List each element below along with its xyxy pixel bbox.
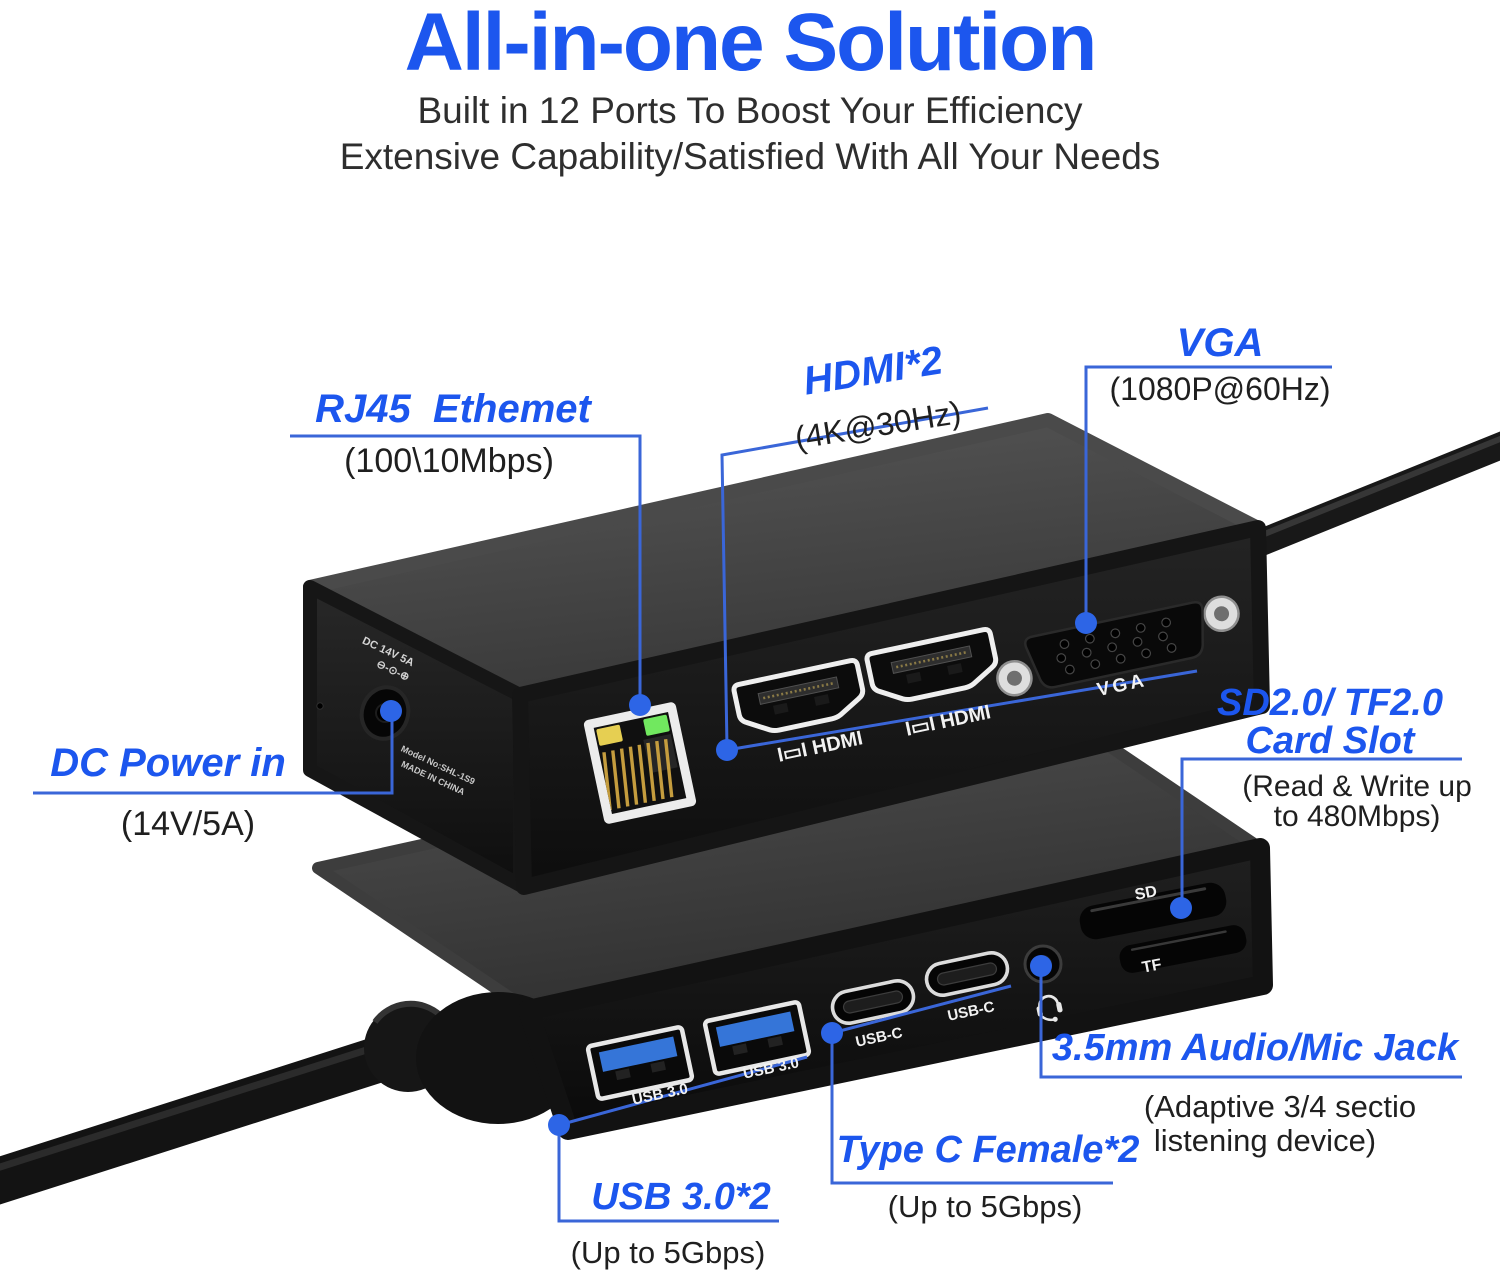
lower-dock	[0, 700, 1273, 1205]
dc-power-callout-dot	[380, 700, 402, 722]
hdmi-port-2	[864, 627, 999, 703]
card-slot-callout-label-2: Card Slot	[1245, 720, 1415, 762]
vga-callout-sub: (1080P@60Hz)	[1109, 371, 1331, 407]
type-c-callout-dot	[821, 1022, 843, 1044]
upper-dock-cable-highlight	[1249, 435, 1500, 542]
usb-c-port-1	[830, 979, 916, 1025]
usb3-callout-sub: (Up to 5Gbps)	[570, 1235, 766, 1270]
callout-lines	[33, 365, 1462, 1223]
usb3-callout-label: USB 3.0*2	[591, 1176, 771, 1218]
vga-pin-holes	[1056, 617, 1177, 675]
sd-card-slot	[1079, 882, 1227, 940]
vga-callout-label: VGA	[1176, 321, 1264, 365]
rj45-gold-pins	[602, 738, 674, 811]
audio-callout-sub-2: listening device)	[1153, 1123, 1377, 1158]
usb-a-blue-tongue	[598, 1036, 678, 1072]
strain-relief-highlight	[372, 1000, 442, 1024]
tf-slot-label: TF	[1140, 956, 1164, 977]
dc-power-callout-label: DC Power in	[50, 741, 286, 785]
upper-dock-cable	[1236, 431, 1500, 561]
ethernet-led-yellow	[596, 724, 623, 746]
usb3-callout-dot	[548, 1114, 570, 1136]
type-c-callout-sub: (Up to 5Gbps)	[887, 1189, 1083, 1224]
vga-callout-line	[1084, 365, 1332, 618]
type-c-callout-line	[830, 984, 1113, 1185]
usb3-callout-line	[557, 1055, 808, 1223]
usb-c-port-2	[924, 951, 1010, 997]
usb-a-port-1	[585, 1025, 695, 1101]
card-slot-callout-label-1: SD2.0/ TF2.0	[1217, 682, 1443, 724]
card-slot-callout-sub-1: (Read & Write up	[1242, 770, 1472, 803]
card-slot-callout-line	[1180, 757, 1462, 904]
dc-power-callout-sub: (14V/5A)	[120, 805, 256, 843]
reset-pinhole	[316, 702, 324, 710]
page-title: All-in-one Solution	[404, 0, 1098, 88]
vga-screw-post-right	[1203, 595, 1240, 633]
audio-callout-dot	[1030, 955, 1052, 977]
callout-dots	[380, 612, 1192, 1136]
card-slot-callout-dot	[1170, 897, 1192, 919]
hdmi-callout-line	[720, 406, 1198, 752]
rj45-callout-dot	[629, 694, 651, 716]
rj45-port	[583, 702, 697, 824]
rj45-callout-line	[290, 434, 642, 701]
subtitle-line-1: Built in 12 Ports To Boost Your Efficien…	[417, 90, 1083, 131]
card-slot-callout-sub-2: to 480Mbps)	[1273, 800, 1441, 833]
vga-port	[996, 595, 1240, 697]
usb-a-port-2	[702, 1000, 812, 1076]
lower-dock-cable-highlight	[0, 1034, 408, 1171]
usb-a-blue-tongue	[715, 1011, 795, 1047]
vga-screw-post-left	[996, 659, 1033, 697]
hdmi-port-1	[731, 658, 866, 734]
ethernet-led-green	[643, 714, 670, 736]
hdmi-callout-dot	[716, 739, 738, 761]
type-c-callout-label: Type C Female*2	[836, 1129, 1140, 1171]
lower-dock-cable	[0, 1027, 431, 1205]
audio-callout-label: 3.5mm Audio/Mic Jack	[1051, 1027, 1459, 1069]
subtitle-line-2: Extensive Capability/Satisfied With All …	[339, 136, 1161, 177]
audio-callout-line	[1039, 969, 1462, 1079]
rj45-callout-label: RJ45 Ethemet	[315, 387, 591, 431]
dc-power-callout-line	[33, 714, 394, 795]
vga-callout-dot	[1075, 612, 1097, 634]
rj45-callout-sub: (100\10Mbps)	[344, 442, 554, 480]
audio-callout-sub-1: (Adaptive 3/4 sectio	[1143, 1089, 1417, 1124]
tf-card-slot	[1119, 925, 1247, 973]
